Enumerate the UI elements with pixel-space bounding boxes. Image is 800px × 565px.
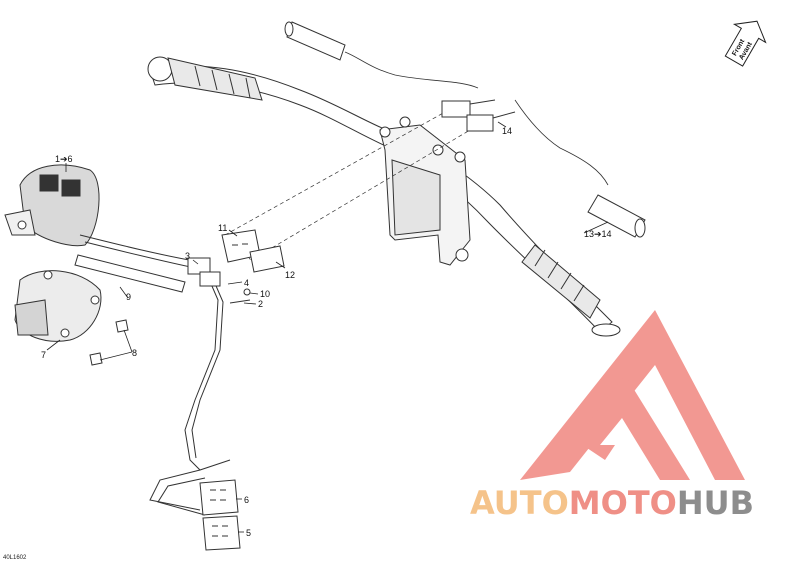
watermark-hub: HUB xyxy=(676,484,755,522)
callout-10: 10 xyxy=(260,289,270,299)
watermark-auto: AUTO xyxy=(470,484,569,522)
callout-leaders xyxy=(46,121,609,533)
wiring-harness xyxy=(79,234,231,516)
watermark-logo xyxy=(520,310,745,480)
callout-6: 6 xyxy=(244,495,249,505)
callout-12: 12 xyxy=(285,270,295,280)
connector-12 xyxy=(249,245,285,273)
screws-8 xyxy=(89,319,129,366)
callout-8: 8 xyxy=(132,348,137,358)
front-arrow-icon: Front Avant xyxy=(724,20,767,67)
callout-9: 9 xyxy=(126,292,131,302)
callout-7: 7 xyxy=(41,350,46,360)
switch-housing xyxy=(4,164,100,247)
right-grip xyxy=(521,244,621,337)
callout-1-6: 1➔6 xyxy=(55,154,73,164)
bracket-7 xyxy=(14,270,102,342)
heater-tube-left xyxy=(284,21,346,61)
left-grip xyxy=(147,56,263,101)
connector-14 xyxy=(441,99,516,132)
handlebar xyxy=(149,65,613,333)
watermark-moto: MOTO xyxy=(568,484,677,522)
callout-labels: 1➔6 11 3 4 10 2 9 12 7 8 6 5 14 13➔14 xyxy=(41,126,612,538)
callout-13-14: 13➔14 xyxy=(584,229,612,239)
watermark-text: AUTOMOTOHUB xyxy=(470,484,754,522)
fastener-10-2 xyxy=(229,288,251,304)
callout-14: 14 xyxy=(502,126,512,136)
sleeve-9 xyxy=(74,254,186,293)
callout-3: 3 xyxy=(185,251,190,261)
callout-2: 2 xyxy=(258,299,263,309)
callout-4: 4 xyxy=(244,278,249,288)
connector-3-4 xyxy=(187,257,221,287)
drawing-reference: 40L1602 xyxy=(3,555,27,561)
connector-5 xyxy=(202,515,241,551)
callout-5: 5 xyxy=(246,528,251,538)
callout-11: 11 xyxy=(218,223,227,233)
riser-clamp xyxy=(379,116,471,266)
heater-tube-right xyxy=(587,194,646,238)
connector-6 xyxy=(199,479,239,516)
